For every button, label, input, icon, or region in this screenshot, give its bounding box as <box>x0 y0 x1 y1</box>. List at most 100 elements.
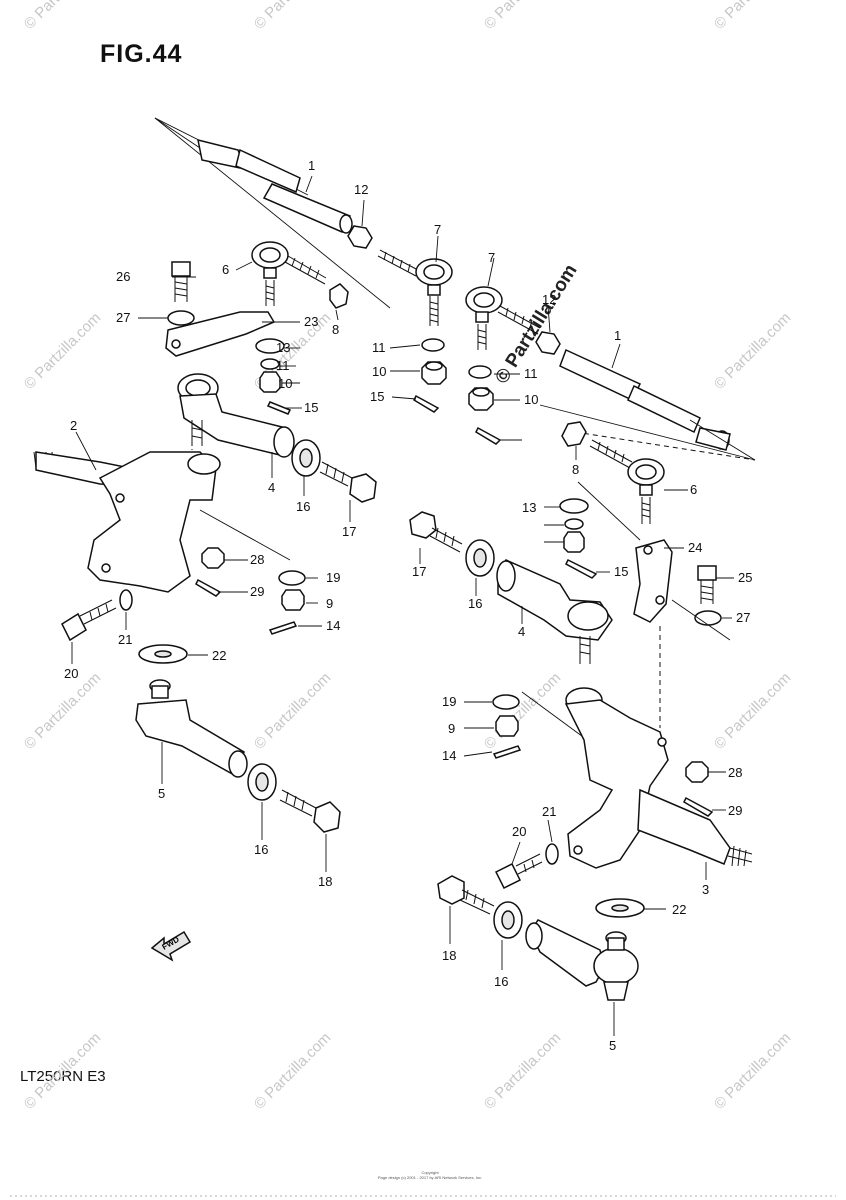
callout-label: 17 <box>342 524 356 539</box>
watermark: © Partzilla.com <box>711 669 794 752</box>
callout-label: 11 <box>372 340 386 355</box>
tie-rod-end-stud <box>427 284 441 296</box>
arm-hole <box>643 545 653 555</box>
tie-rod-shaft <box>235 148 301 194</box>
steering-arm-24 <box>633 539 673 623</box>
callout-label: 1 <box>614 328 621 343</box>
callout-label: 15 <box>370 389 384 404</box>
knuckle-3-spindle <box>637 788 731 865</box>
knuckle-2-boss <box>187 453 221 475</box>
tie-rod-end-stud <box>475 311 489 323</box>
tie-rod-end <box>695 427 731 451</box>
footer-line-1: Copyright <box>421 1170 439 1175</box>
tie-rod-end-5-bore <box>525 922 543 950</box>
callout-label: 15 <box>304 400 318 415</box>
watermark: © Partzilla.com <box>711 309 794 392</box>
callout-label: 6 <box>222 262 229 277</box>
leader-line <box>389 344 421 349</box>
tie-rod-end-eye <box>635 464 657 480</box>
washer-21 <box>119 589 133 611</box>
bushing-16-bore <box>473 548 487 568</box>
tie-rod-end-stud-thread <box>641 497 651 524</box>
tie-rod-end-cap <box>339 214 353 234</box>
callout-label: 25 <box>738 570 752 585</box>
ball-stud-neck <box>151 685 169 699</box>
leader-line <box>463 751 493 757</box>
watermark: © Partzilla.com <box>251 1029 334 1112</box>
callout-label: 14 <box>442 748 456 763</box>
callout-label: 5 <box>609 1038 616 1053</box>
callout-label: 8 <box>572 462 579 477</box>
assembly-line <box>154 117 391 309</box>
watermark: © Partzilla.com <box>21 669 104 752</box>
tie-rod-end <box>197 138 243 169</box>
callout-label: 15 <box>614 564 628 579</box>
ball-stud-neck <box>607 937 625 951</box>
nut-10 <box>563 531 585 553</box>
callout-label: 20 <box>512 824 526 839</box>
nut-10-top <box>472 387 490 397</box>
tie-rod-end-thread <box>589 439 633 469</box>
leader-line <box>611 343 621 369</box>
callout-label: 11 <box>276 358 290 373</box>
assembly-line <box>577 481 641 541</box>
callout-label: 12 <box>542 292 556 307</box>
tie-rod-end-stud <box>639 484 653 496</box>
watermark: © Partzilla.com <box>711 1029 794 1112</box>
lock-nut-8 <box>561 421 587 447</box>
model-code: LT250RN E3 <box>20 1068 106 1085</box>
callout-label: 4 <box>268 480 275 495</box>
cotter-pin-15 <box>266 401 292 415</box>
callout-label: 10 <box>372 364 386 379</box>
cotter-pin-14 <box>492 745 522 759</box>
bolt-17-head <box>409 511 437 539</box>
bolt-20-head <box>61 612 87 642</box>
leader-line <box>547 819 553 843</box>
footer-copyright: Copyright Page design (c) 2001 - 2017 by… <box>330 1170 530 1180</box>
castle-nut-9 <box>495 715 519 737</box>
callout-label: 13 <box>276 340 290 355</box>
leader-line <box>511 841 521 865</box>
callout-label: 10 <box>278 376 292 391</box>
callout-label: 29 <box>250 584 264 599</box>
callout-label: 1 <box>308 158 315 173</box>
callout-label: 21 <box>118 632 132 647</box>
assembly-line <box>574 431 756 461</box>
cotter-pin-15 <box>413 394 440 413</box>
washer-13 <box>559 498 589 514</box>
washer-22-hole <box>611 904 629 912</box>
tie-rod-end-thread <box>284 255 327 285</box>
leader-line <box>361 199 365 227</box>
washer-19 <box>278 570 306 586</box>
watermark: © Partzilla.com <box>251 669 334 752</box>
leader-line <box>235 261 253 271</box>
knuckle-hole <box>101 563 111 573</box>
callout-label: 28 <box>250 552 264 567</box>
callout-label: 2 <box>70 418 77 433</box>
lock-nut-8 <box>329 283 349 309</box>
cotter-pin-29 <box>195 578 222 597</box>
castle-nut-9 <box>281 589 305 611</box>
callout-label: 7 <box>488 250 495 265</box>
callout-label: 12 <box>354 182 368 197</box>
bolt-18-thread <box>279 789 317 817</box>
tie-rod-end-5-base <box>603 981 629 1001</box>
callout-label: 13 <box>522 500 536 515</box>
callout-label: 28 <box>728 765 742 780</box>
lock-nut-12 <box>347 225 373 249</box>
watermark: © Partzilla.com <box>21 309 104 392</box>
footer-line-2: Page design (c) 2001 - 2017 by ARI Netwo… <box>377 1175 483 1180</box>
arm-hole <box>655 595 665 605</box>
cotter-pin-29 <box>683 796 714 817</box>
callout-label: 5 <box>158 786 165 801</box>
assembly-line <box>521 691 591 743</box>
washer-11 <box>260 358 280 370</box>
lock-nut-12 <box>535 331 561 355</box>
knuckle-hole <box>573 845 583 855</box>
callout-label: 27 <box>736 610 750 625</box>
bolt-20-thread <box>515 853 543 875</box>
leader-line <box>487 257 495 287</box>
tie-rod-1 <box>559 348 642 401</box>
bolt-18-head <box>313 801 341 833</box>
